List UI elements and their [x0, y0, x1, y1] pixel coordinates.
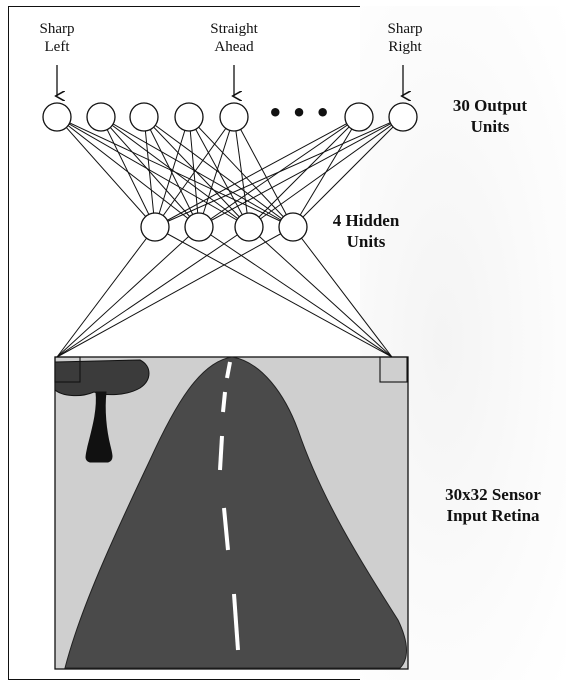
connection-line: [56, 116, 250, 228]
lane-dash: [225, 361, 232, 379]
output-unit-node: [344, 102, 374, 132]
output-unit-node: [86, 102, 116, 132]
connection-line: [100, 116, 250, 228]
hidden-unit-node: [278, 212, 308, 242]
output-unit-node: [174, 102, 204, 132]
connection-line: [248, 226, 393, 358]
connection-line: [154, 116, 235, 228]
connection-line: [188, 116, 250, 228]
connection-line: [233, 116, 250, 228]
output-unit-node: [388, 102, 418, 132]
output-unit-node: [129, 102, 159, 132]
connection-line: [198, 226, 393, 358]
ellipsis: • • •: [267, 99, 331, 127]
road: [64, 356, 407, 669]
connection-line: [56, 226, 156, 358]
hidden-input-connections: [56, 226, 393, 358]
input-retina-label: 30x32 Sensor Input Retina: [445, 485, 541, 525]
lane-dash: [232, 593, 240, 651]
hidden-units-label: 4 Hidden Units: [332, 211, 400, 251]
connection-line: [56, 226, 200, 358]
connection-line: [154, 226, 393, 358]
connection-line: [198, 116, 404, 228]
roadside-tree: [54, 359, 150, 463]
hidden-unit-node: [140, 212, 170, 242]
hidden-unit-node: [234, 212, 264, 242]
retina-pixel-right: [379, 356, 408, 383]
connection-line: [56, 226, 294, 358]
output-hidden-connections: [56, 116, 404, 228]
connection-line: [56, 226, 250, 358]
connection-line: [154, 116, 190, 228]
connection-line: [248, 116, 404, 228]
connection-line: [198, 116, 235, 228]
output-unit-node: [219, 102, 249, 132]
connection-line: [143, 116, 250, 228]
connection-line: [143, 116, 156, 228]
connection-line: [292, 226, 393, 358]
sensor-retina: [54, 356, 409, 670]
output-units-label: 30 Output Units: [452, 96, 528, 136]
sharp-right-label: Sharp Right: [387, 21, 423, 55]
connection-line: [56, 116, 156, 228]
connection-line: [154, 116, 404, 228]
hidden-units: [140, 212, 308, 242]
straight-ahead-label: Straight Ahead: [210, 21, 258, 55]
connection-line: [292, 116, 404, 228]
connection-line: [100, 116, 156, 228]
retina-pixel-left: [54, 356, 81, 383]
hidden-unit-node: [184, 212, 214, 242]
sharp-left-label: Sharp Left: [39, 21, 75, 55]
output-units: [42, 102, 418, 132]
output-unit-node: [42, 102, 72, 132]
lane-dash: [218, 435, 224, 471]
connection-line: [154, 116, 360, 228]
lane-markings: [218, 361, 240, 651]
connection-line: [233, 116, 294, 228]
lane-dash: [222, 507, 230, 551]
connection-line: [248, 116, 360, 228]
lane-dash: [221, 391, 227, 413]
